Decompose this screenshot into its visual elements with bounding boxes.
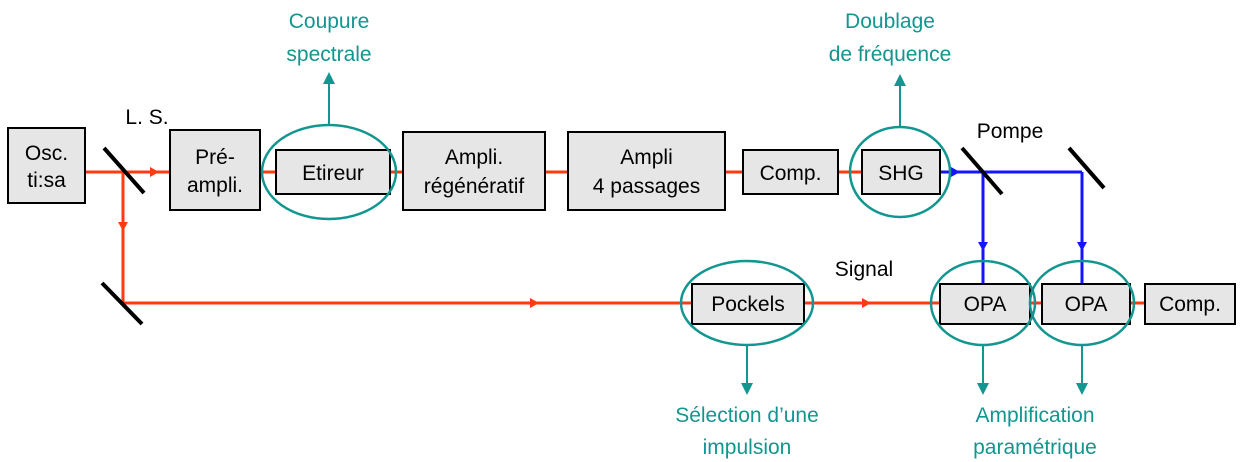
beam-splitter-mirror [102,146,146,195]
parametric-amp-line-2: paramétrique [973,436,1097,459]
oscillator-line-1: Osc. [25,142,68,165]
oscillator-box: Osc. ti:sa [7,127,86,204]
shg-box: SHG [861,149,941,195]
compressor-2-box: Comp. [1144,283,1236,325]
oscillator-line-2: ti:sa [27,169,66,192]
pulse-selection-line-2: impulsion [703,436,792,459]
shg-label: SHG [878,162,924,185]
amp-4pass-line-2: 4 passages [593,175,700,198]
beam-splitter-label: L. S. [125,106,168,129]
fold-mirror-1 [100,281,144,326]
stretcher-label: Etireur [302,162,364,185]
pockels-label: Pockels [711,293,785,316]
signal-label: Signal [835,258,893,281]
opa-1-box: OPA [939,283,1031,325]
preamp-box: Pré- ampli. [169,129,261,211]
annotation-arrows [323,72,1088,395]
regen-amp-box: Ampli. régénératif [402,131,546,211]
frequency-doubling-line-1: Doublage [845,10,935,33]
preamp-line-1: Pré- [195,146,235,169]
spectral-cut-line-1: Coupure [289,10,370,33]
pockels-box: Pockels [691,283,805,325]
opa-2-box: OPA [1041,283,1131,325]
spectral-cut-line-2: spectrale [286,43,371,66]
compressor-2-label: Comp. [1159,293,1221,316]
regen-amp-line-1: Ampli. [445,146,503,169]
pump-beam [940,167,1087,284]
regen-amp-line-2: régénératif [424,175,525,198]
opa-2-label: OPA [1065,293,1108,316]
frequency-doubling-line-2: de fréquence [829,43,952,66]
opa-1-label: OPA [964,293,1007,316]
compressor-1-box: Comp. [742,149,839,195]
pump-label: Pompe [977,120,1044,143]
ir-beam [85,167,1145,308]
pump-fold-mirror [1067,146,1106,190]
parametric-amp-line-1: Amplification [975,404,1094,427]
preamp-line-2: ampli. [187,174,243,197]
amp-4pass-line-1: Ampli [620,146,673,169]
stretcher-box: Etireur [275,149,391,195]
pulse-selection-line-1: Sélection d’une [675,404,819,427]
amp-4pass-box: Ampli 4 passages [567,131,726,211]
compressor-1-label: Comp. [760,162,822,185]
pump-splitter-mirror [960,146,1004,196]
